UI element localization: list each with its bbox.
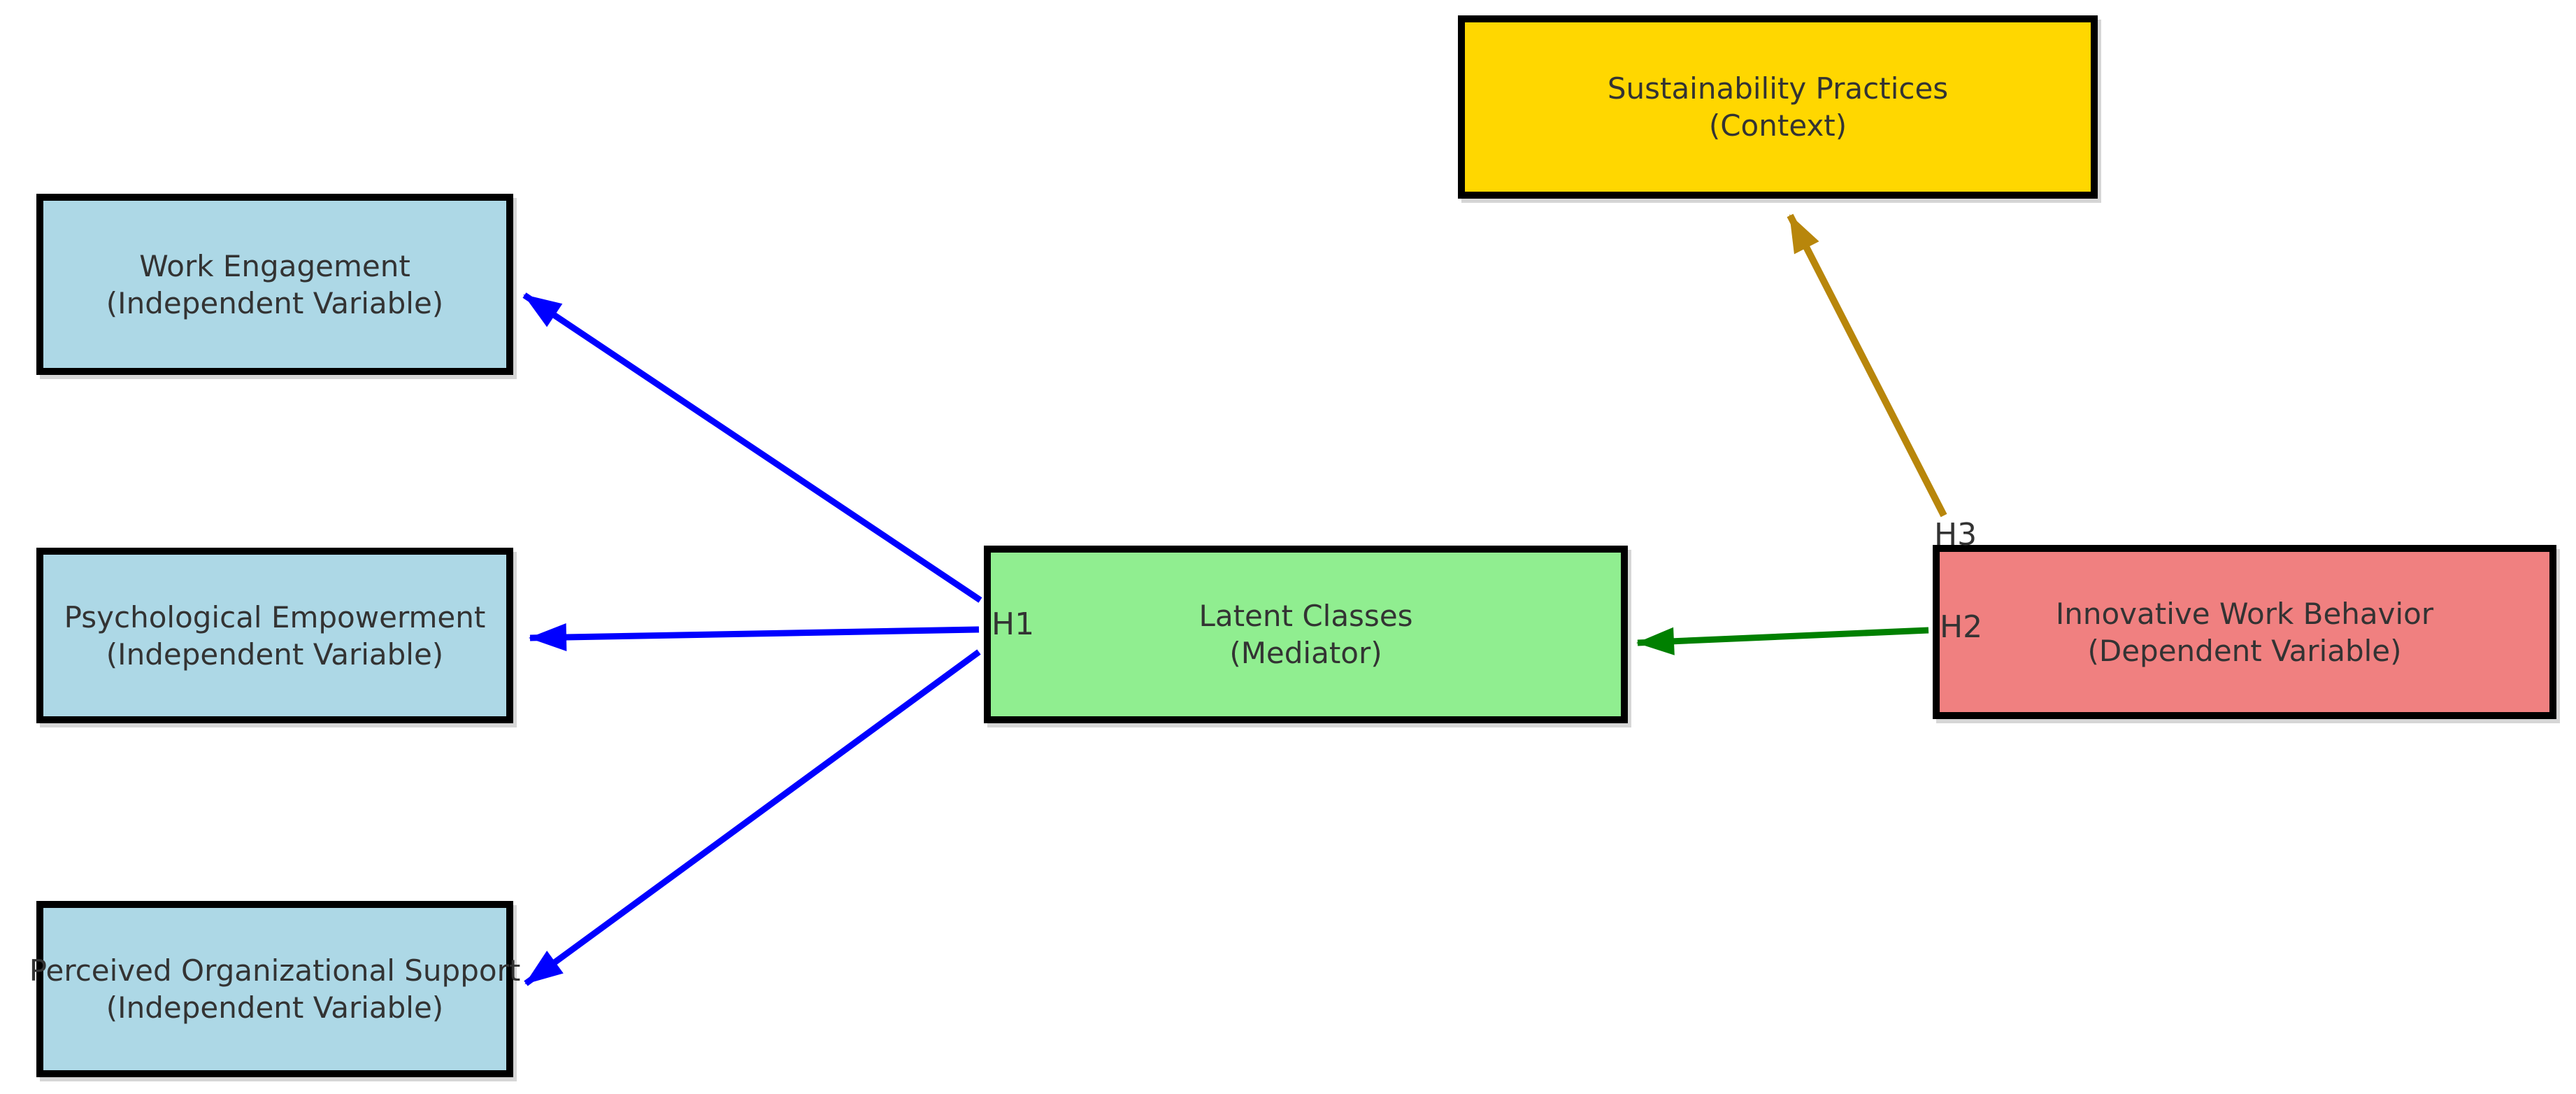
edge-label-h2: H2 [1940,609,1983,645]
node-label-line2: (Independent Variable) [106,990,444,1025]
node-perceived-organizational-support: Perceived Organizational Support (Indepe… [29,901,520,1077]
h1-arrow-to-psychological-empowerment [529,623,980,652]
node-psychological-empowerment: Psychological Empowerment (Independent V… [36,548,513,723]
h3-arrow-to-sustainability-practices [1787,213,1947,518]
node-work-engagement: Work Engagement (Independent Variable) [36,194,513,375]
node-latent-classes: Latent Classes (Mediator) [984,546,1628,723]
node-label-line1: Latent Classes [1198,599,1413,633]
node-label-line2: (Independent Variable) [106,637,444,672]
edge-label-h1: H1 [992,606,1035,642]
node-label-line2: (Independent Variable) [106,285,444,320]
node-label-line2: (Dependent Variable) [2087,633,2402,668]
h1-arrow-to-perceived-organizational-support [524,649,981,986]
node-label-line1: Work Engagement [139,248,410,283]
node-sustainability-practices: Sustainability Practices (Context) [1458,15,2098,199]
node-label-line1: Perceived Organizational Support [29,953,521,988]
node-label-line2: (Mediator) [1229,636,1382,670]
node-label-line1: Psychological Empowerment [64,599,486,634]
h2-arrow-to-latent-classes [1636,627,1929,655]
edge-label-h3: H3 [1934,517,1977,553]
node-innovative-work-behavior: Innovative Work Behavior (Dependent Vari… [1933,545,2556,719]
h1-arrow-to-work-engagement [522,292,982,603]
node-label-line1: Innovative Work Behavior [2055,596,2434,631]
node-label-line1: Sustainability Practices [1607,71,1949,106]
node-label-line2: (Context) [1708,108,1847,143]
